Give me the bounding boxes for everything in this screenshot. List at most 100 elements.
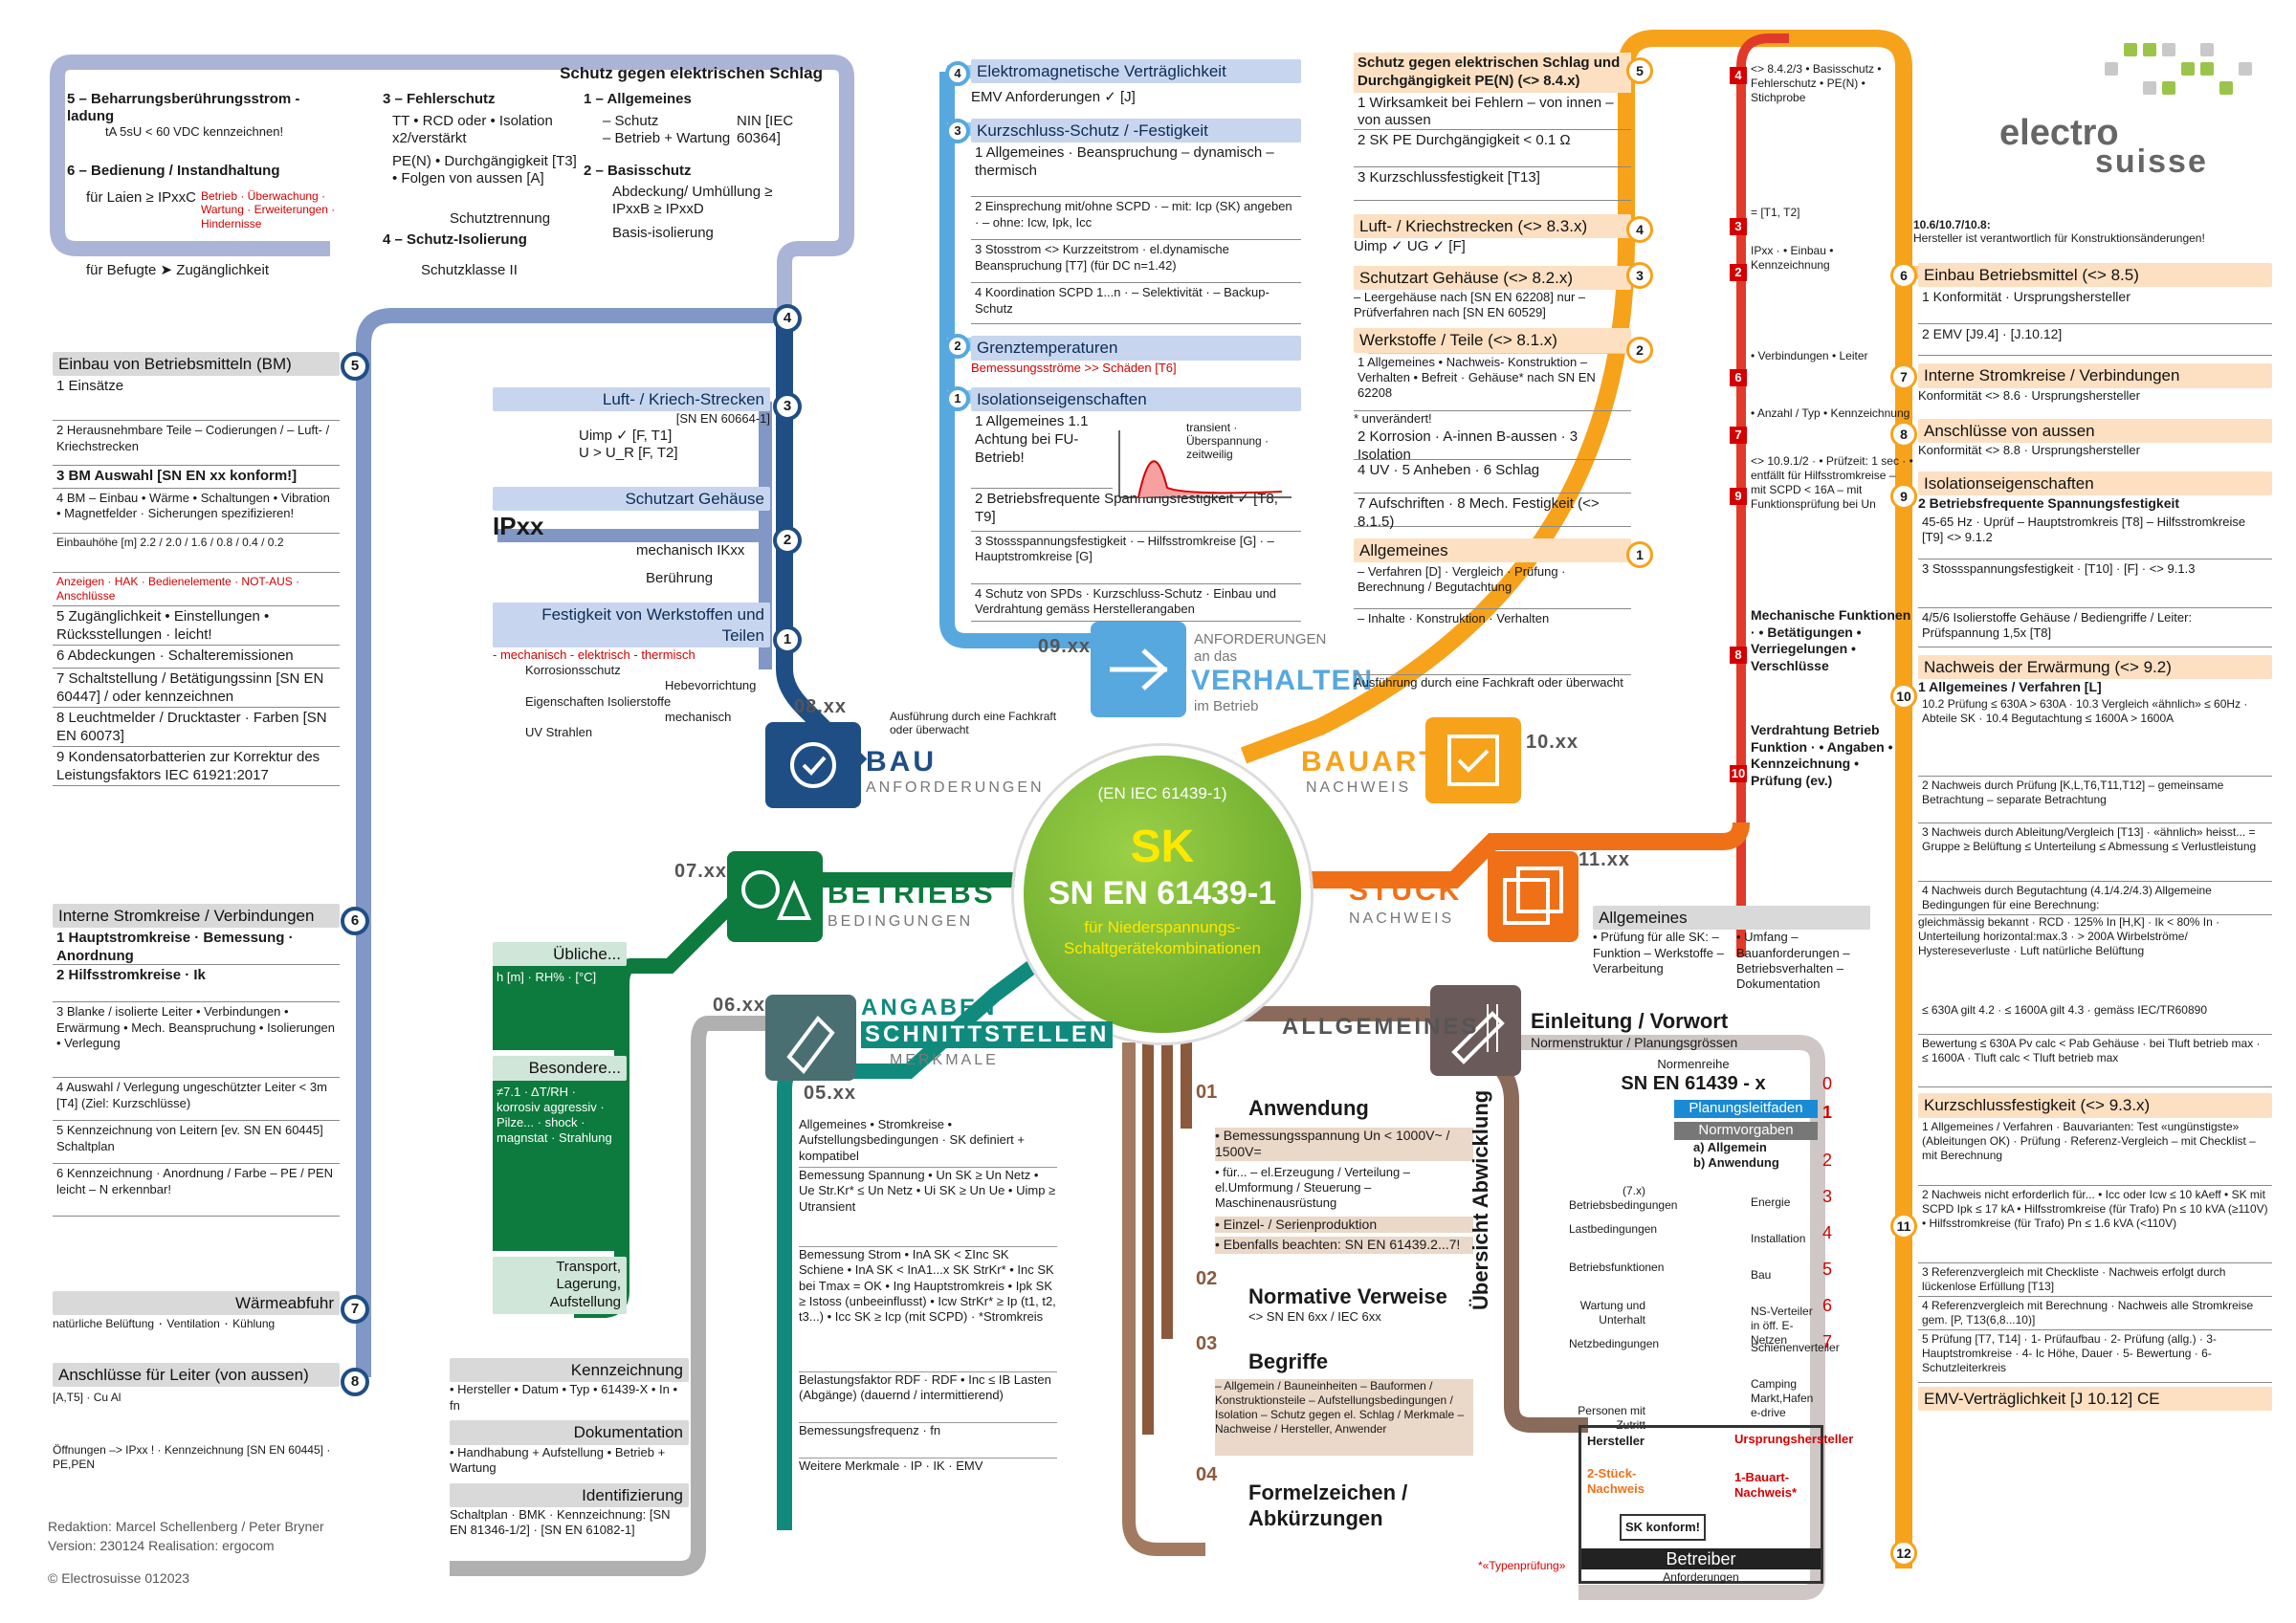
center-standard: SN EN 61439-1 — [1048, 875, 1277, 911]
bau-s1: Festigkeit von Werkstoffen und Teilen — [493, 603, 770, 647]
bauart-s2b: * unverändert! — [1354, 410, 1432, 426]
verhalten-hub[interactable] — [1091, 622, 1186, 717]
angaben-hub[interactable] — [765, 995, 856, 1081]
orange-station-7[interactable]: 7 — [1890, 363, 1917, 390]
bau-s1a: - mechanisch - elektrisch - thermisch — [493, 647, 695, 662]
ueb-num-3: 3 — [1822, 1187, 1833, 1206]
waerme-b: Ventilation — [166, 1317, 220, 1331]
right-s9b: 45-65 Hz · Uprüf – Hauptstromkreis [T8] … — [1918, 513, 2272, 559]
ueb-left-4: Wartung und Unterhalt — [1579, 1299, 1645, 1327]
orange-station-5[interactable]: 5 — [1626, 57, 1653, 84]
orange-station-12[interactable]: 12 — [1890, 1540, 1917, 1567]
red-station-6[interactable]: 6 — [1730, 369, 1747, 386]
right-s6a: 1 Konformität · Ursprungshersteller — [1918, 287, 2272, 325]
bau-s2b: mechanisch IKxx — [636, 541, 745, 559]
angaben-s2: Bemessung Spannung • Un SK ≥ Un Netz • U… — [799, 1168, 1057, 1247]
allgemeines-hub[interactable] — [1430, 985, 1521, 1076]
orange-station-11[interactable]: 11 — [1890, 1213, 1917, 1239]
allg-a03a: – Allgemein / Bauneinheiten – Bauformen … — [1215, 1378, 1473, 1456]
right-s10h: Bewertung ≤ 630A Pv calc < Pab Gehäuse ·… — [1918, 1035, 2272, 1088]
station-waerme-7[interactable]: 7 — [341, 1295, 369, 1324]
brand-note-2: Hersteller ist verantwortlich für Konstr… — [1913, 231, 2205, 245]
brand-note-1: 10.6/10.7/10.8: — [1913, 218, 1991, 231]
waerme-c: Kühlung — [232, 1317, 276, 1331]
bauart-s1c: Ausführung durch eine Fachkraft oder übe… — [1354, 675, 1623, 690]
schutz-2a: Abdeckung/ Umhüllung ≥ IPxxB ≥ IPxxD — [612, 184, 773, 217]
brand-name-2: suisse — [2095, 143, 2208, 180]
bauart-s2: Werkstoffe / Teile (<> 8.1.x) — [1354, 328, 1631, 353]
center-code: SK — [1130, 822, 1195, 872]
brand-name-1: electro — [1999, 113, 2119, 153]
verhalten-s3b: 2 Einsprechung mit/ohne SCPD · – mit: Ic… — [971, 197, 1301, 241]
bauart-hub[interactable] — [1425, 717, 1521, 803]
bauart-s1a: – Verfahren [D] · Vergleich · Prüfung · … — [1354, 562, 1631, 609]
orange-station-4[interactable]: 4 — [1626, 216, 1653, 243]
orange-station-2[interactable]: 2 — [1626, 337, 1653, 363]
verhalten-s4a: EMV Anforderungen ✓ [J] — [971, 89, 1136, 106]
red-station-2[interactable]: 2 — [1730, 264, 1747, 281]
angaben-k1a: • Hersteller • Datum • Typ • 61439-X • I… — [450, 1382, 678, 1413]
bauart-s5a: 1 Wirksamkeit bei Fehlern – von innen – … — [1354, 93, 1631, 130]
uebersicht-side: Übersicht Abwicklung — [1468, 1089, 1492, 1310]
station-v-2[interactable]: 2 — [945, 334, 970, 359]
right-s10c: 2 Nachweis durch Prüfung [K,L,T6,T11,T12… — [1918, 777, 2272, 824]
redline-r3: = [T1, T2] — [1751, 206, 1800, 219]
orange-station-10[interactable]: 10 — [1890, 683, 1917, 710]
station-intern-6[interactable]: 6 — [341, 907, 369, 935]
einbau-row-1: 1 Einsätze — [53, 376, 340, 422]
orange-station-1[interactable]: 1 — [1626, 541, 1653, 568]
red-station-3[interactable]: 3 — [1730, 218, 1747, 235]
ueb-anford: Anforderungen — [1663, 1570, 1739, 1584]
angaben-k3: Identifizierung — [450, 1482, 689, 1507]
angaben-s6: Weitere Merkmale · IP · IK · EMV — [799, 1459, 983, 1473]
intern-row-6: 6 Kennzeichnung · Anordnung / Farbe – PE… — [53, 1164, 340, 1217]
anschluss-panel: Anschlüsse für Leiter (von aussen) [A,T5… — [53, 1363, 340, 1472]
orange-station-6[interactable]: 6 — [1890, 262, 1917, 289]
stueck-hub[interactable] — [1488, 851, 1578, 942]
bau-s2: Schutzart Gehäuse — [493, 487, 770, 512]
station-bau-2[interactable]: 2 — [773, 526, 802, 555]
station-bau-4[interactable]: 4 — [773, 304, 802, 333]
allg-a01b: • für... – el.Erzeugung / Verteilung – e… — [1215, 1164, 1411, 1211]
bau-s3: Luft- / Kriech-Strecken — [493, 387, 770, 412]
schutz-6c: Betrieb · Überwachung · Wartung · Erweit… — [201, 189, 336, 230]
right-s10a: 1 Allgemeines / Verfahren [L] — [1918, 678, 2102, 694]
verhalten-hub-sub2: an das — [1194, 648, 1238, 665]
station-v-1[interactable]: 1 — [945, 386, 970, 411]
red-station-9[interactable]: 9 — [1730, 488, 1747, 505]
betrieb-s1: Übliche... — [493, 942, 627, 967]
angaben-s4: Belastungsfaktor RDF · RDF • Inc ≤ IB La… — [799, 1372, 1057, 1423]
betrieb-hub[interactable] — [727, 851, 823, 942]
allg-a01d: • Ebenfalls beachten: SN EN 61439.2...7! — [1215, 1237, 1473, 1254]
uebersicht-panel: Normenreihe SN EN 61439 - x Planungsleit… — [1569, 1057, 1818, 1171]
station-v-3[interactable]: 3 — [945, 119, 970, 143]
brand-dots-icon — [2105, 43, 2252, 95]
red-station-8[interactable]: 8 — [1730, 647, 1747, 664]
red-station-4[interactable]: 4 — [1730, 67, 1747, 84]
ueb-left-3: Betriebsfunktionen — [1569, 1261, 1665, 1274]
red-station-10[interactable]: 10 — [1730, 765, 1747, 782]
bau-s1b: Korrosionsschutz — [525, 663, 621, 677]
schutz-4: 4 – Schutz-Isolierung — [383, 231, 527, 248]
station-bau-1[interactable]: 1 — [773, 625, 802, 654]
allg-a02: Normative Verweise — [1248, 1283, 1447, 1308]
station-einbau-5[interactable]: 5 — [341, 352, 369, 381]
right-s7: Interne Stromkreise / Verbindungen — [1918, 363, 2272, 388]
schutz-3c: Schutztrennung — [450, 210, 551, 227]
bau-hub[interactable] — [765, 722, 861, 808]
orange-station-9[interactable]: 9 — [1890, 483, 1917, 510]
station-v-4[interactable]: 4 — [945, 61, 970, 86]
bauart-s4: Luft- / Kriechstrecken (<> 8.3.x) — [1354, 213, 1631, 238]
right-s6: Einbau Betriebsmittel (<> 8.5) — [1918, 263, 2272, 288]
bauart-s1b: – Inhalte · Konstruktion · Verhalten — [1354, 609, 1631, 675]
isolation-graph — [1118, 430, 1292, 498]
red-station-7[interactable]: 7 — [1730, 427, 1747, 444]
uebersicht-std: SN EN 61439 - x — [1621, 1073, 1766, 1095]
station-anschluss-8[interactable]: 8 — [341, 1368, 369, 1396]
center-hub[interactable]: (EN IEC 61439-1) SK SN EN 61439-1 für Ni… — [1014, 746, 1311, 1042]
orange-station-8[interactable]: 8 — [1890, 421, 1917, 448]
orange-station-3[interactable]: 3 — [1626, 262, 1653, 289]
station-bau-3[interactable]: 3 — [773, 392, 802, 421]
allg-a03: Begriffe — [1248, 1349, 1329, 1374]
bau-s3b: Uimp ✓ [F, T1] — [579, 427, 673, 444]
